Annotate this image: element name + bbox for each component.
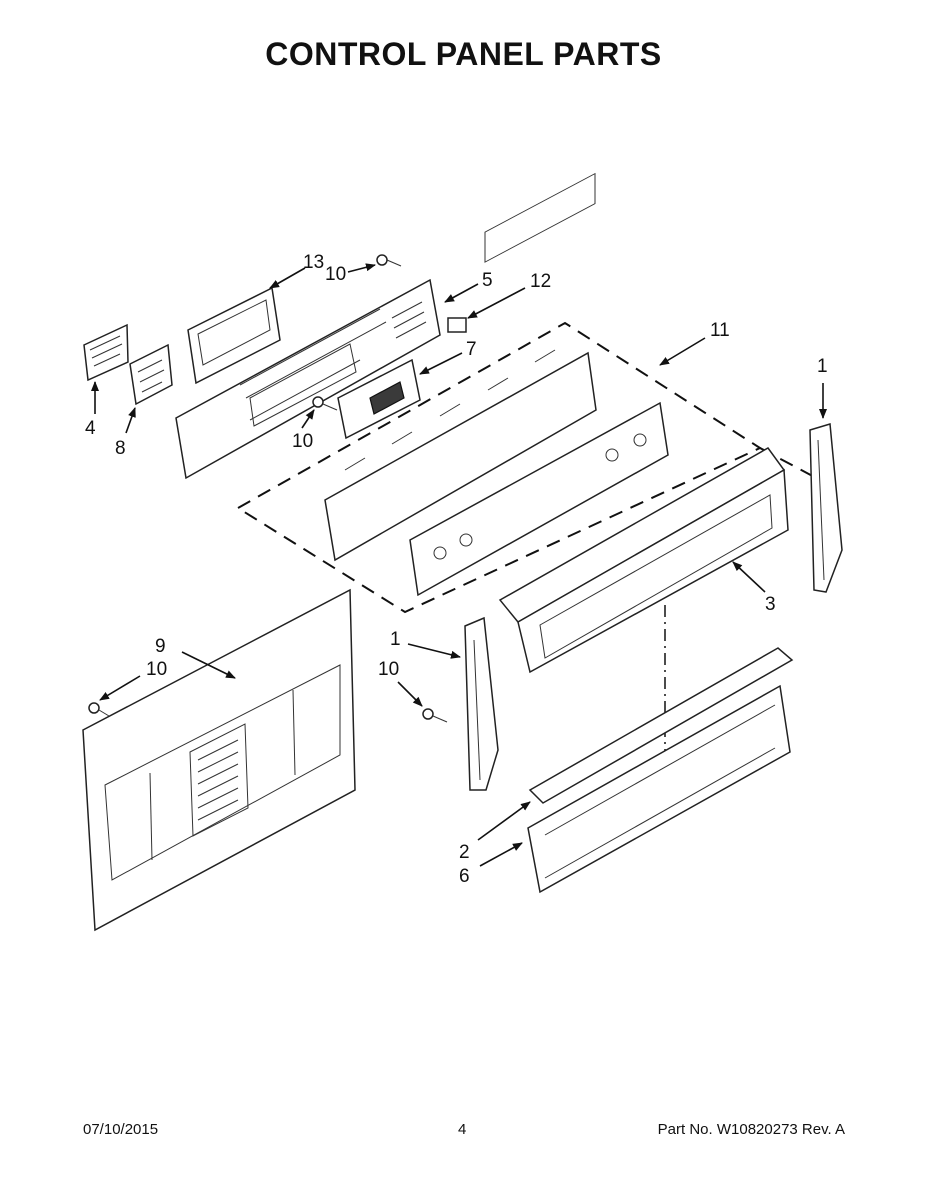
callout-13: 13 [303,252,324,273]
callout-4: 4 [85,418,96,439]
leader-arrow-9 [181,651,236,679]
callout-2: 2 [459,842,470,863]
part-12-connector [447,317,467,333]
leader-arrow-2 [477,801,531,841]
leader-arrow-10 [99,675,141,701]
callout-10: 10 [292,431,313,452]
leader-arrow-10 [397,681,423,707]
part-2-trim-strip [528,647,794,804]
part-8-circuit-board [129,343,173,406]
callout-1: 1 [390,629,401,650]
leader-arrow-8 [125,407,136,434]
faceplate [409,172,669,597]
callout-11: 11 [710,320,730,341]
control-console [324,349,597,562]
leader-arrow-7 [419,352,463,375]
page-title: CONTROL PANEL PARTS [265,36,662,72]
part-7-ui-board [337,358,421,440]
part-5-back-panel [175,278,441,480]
leader-arrow-12 [467,287,526,319]
footer-page-number: 4 [458,1121,467,1138]
callout-5: 5 [482,270,493,291]
callout-6: 6 [459,866,470,887]
callout-1: 1 [817,356,828,377]
leader-arrow-3 [732,561,766,593]
part-9-rear-panel [82,588,356,932]
part-1-end-cap-right [809,423,843,593]
leader-arrow-13 [269,267,306,289]
leader-arrow-10 [347,263,376,273]
screw-icon [422,708,448,723]
callout-10: 10 [325,264,346,285]
callout-7: 7 [466,339,477,360]
part-4-control-board [83,323,129,382]
part-1-end-cap-left [464,616,499,791]
leader-arrow-5 [444,283,479,303]
callout-12: 12 [530,271,551,292]
callout-10: 10 [378,659,399,680]
leader-arrow-10 [301,409,315,429]
leader-arrow-6 [479,842,523,867]
screw-icon [376,254,402,267]
part-3-trim-frame [498,447,789,674]
callout-8: 8 [115,438,126,459]
callout-10: 10 [146,659,167,680]
screw-icon [312,396,338,411]
footer-date: 07/10/2015 [83,1121,159,1138]
leader-arrow-11 [659,337,706,366]
footer-part-number: Part No. W10820273 Rev. A [657,1121,845,1138]
screw-icon [88,702,110,717]
part-13-bracket [187,286,281,385]
part-6-toe-panel [527,684,791,894]
callout-9: 9 [155,636,166,657]
callout-3: 3 [765,594,776,615]
leader-arrow-1-left [407,643,461,659]
